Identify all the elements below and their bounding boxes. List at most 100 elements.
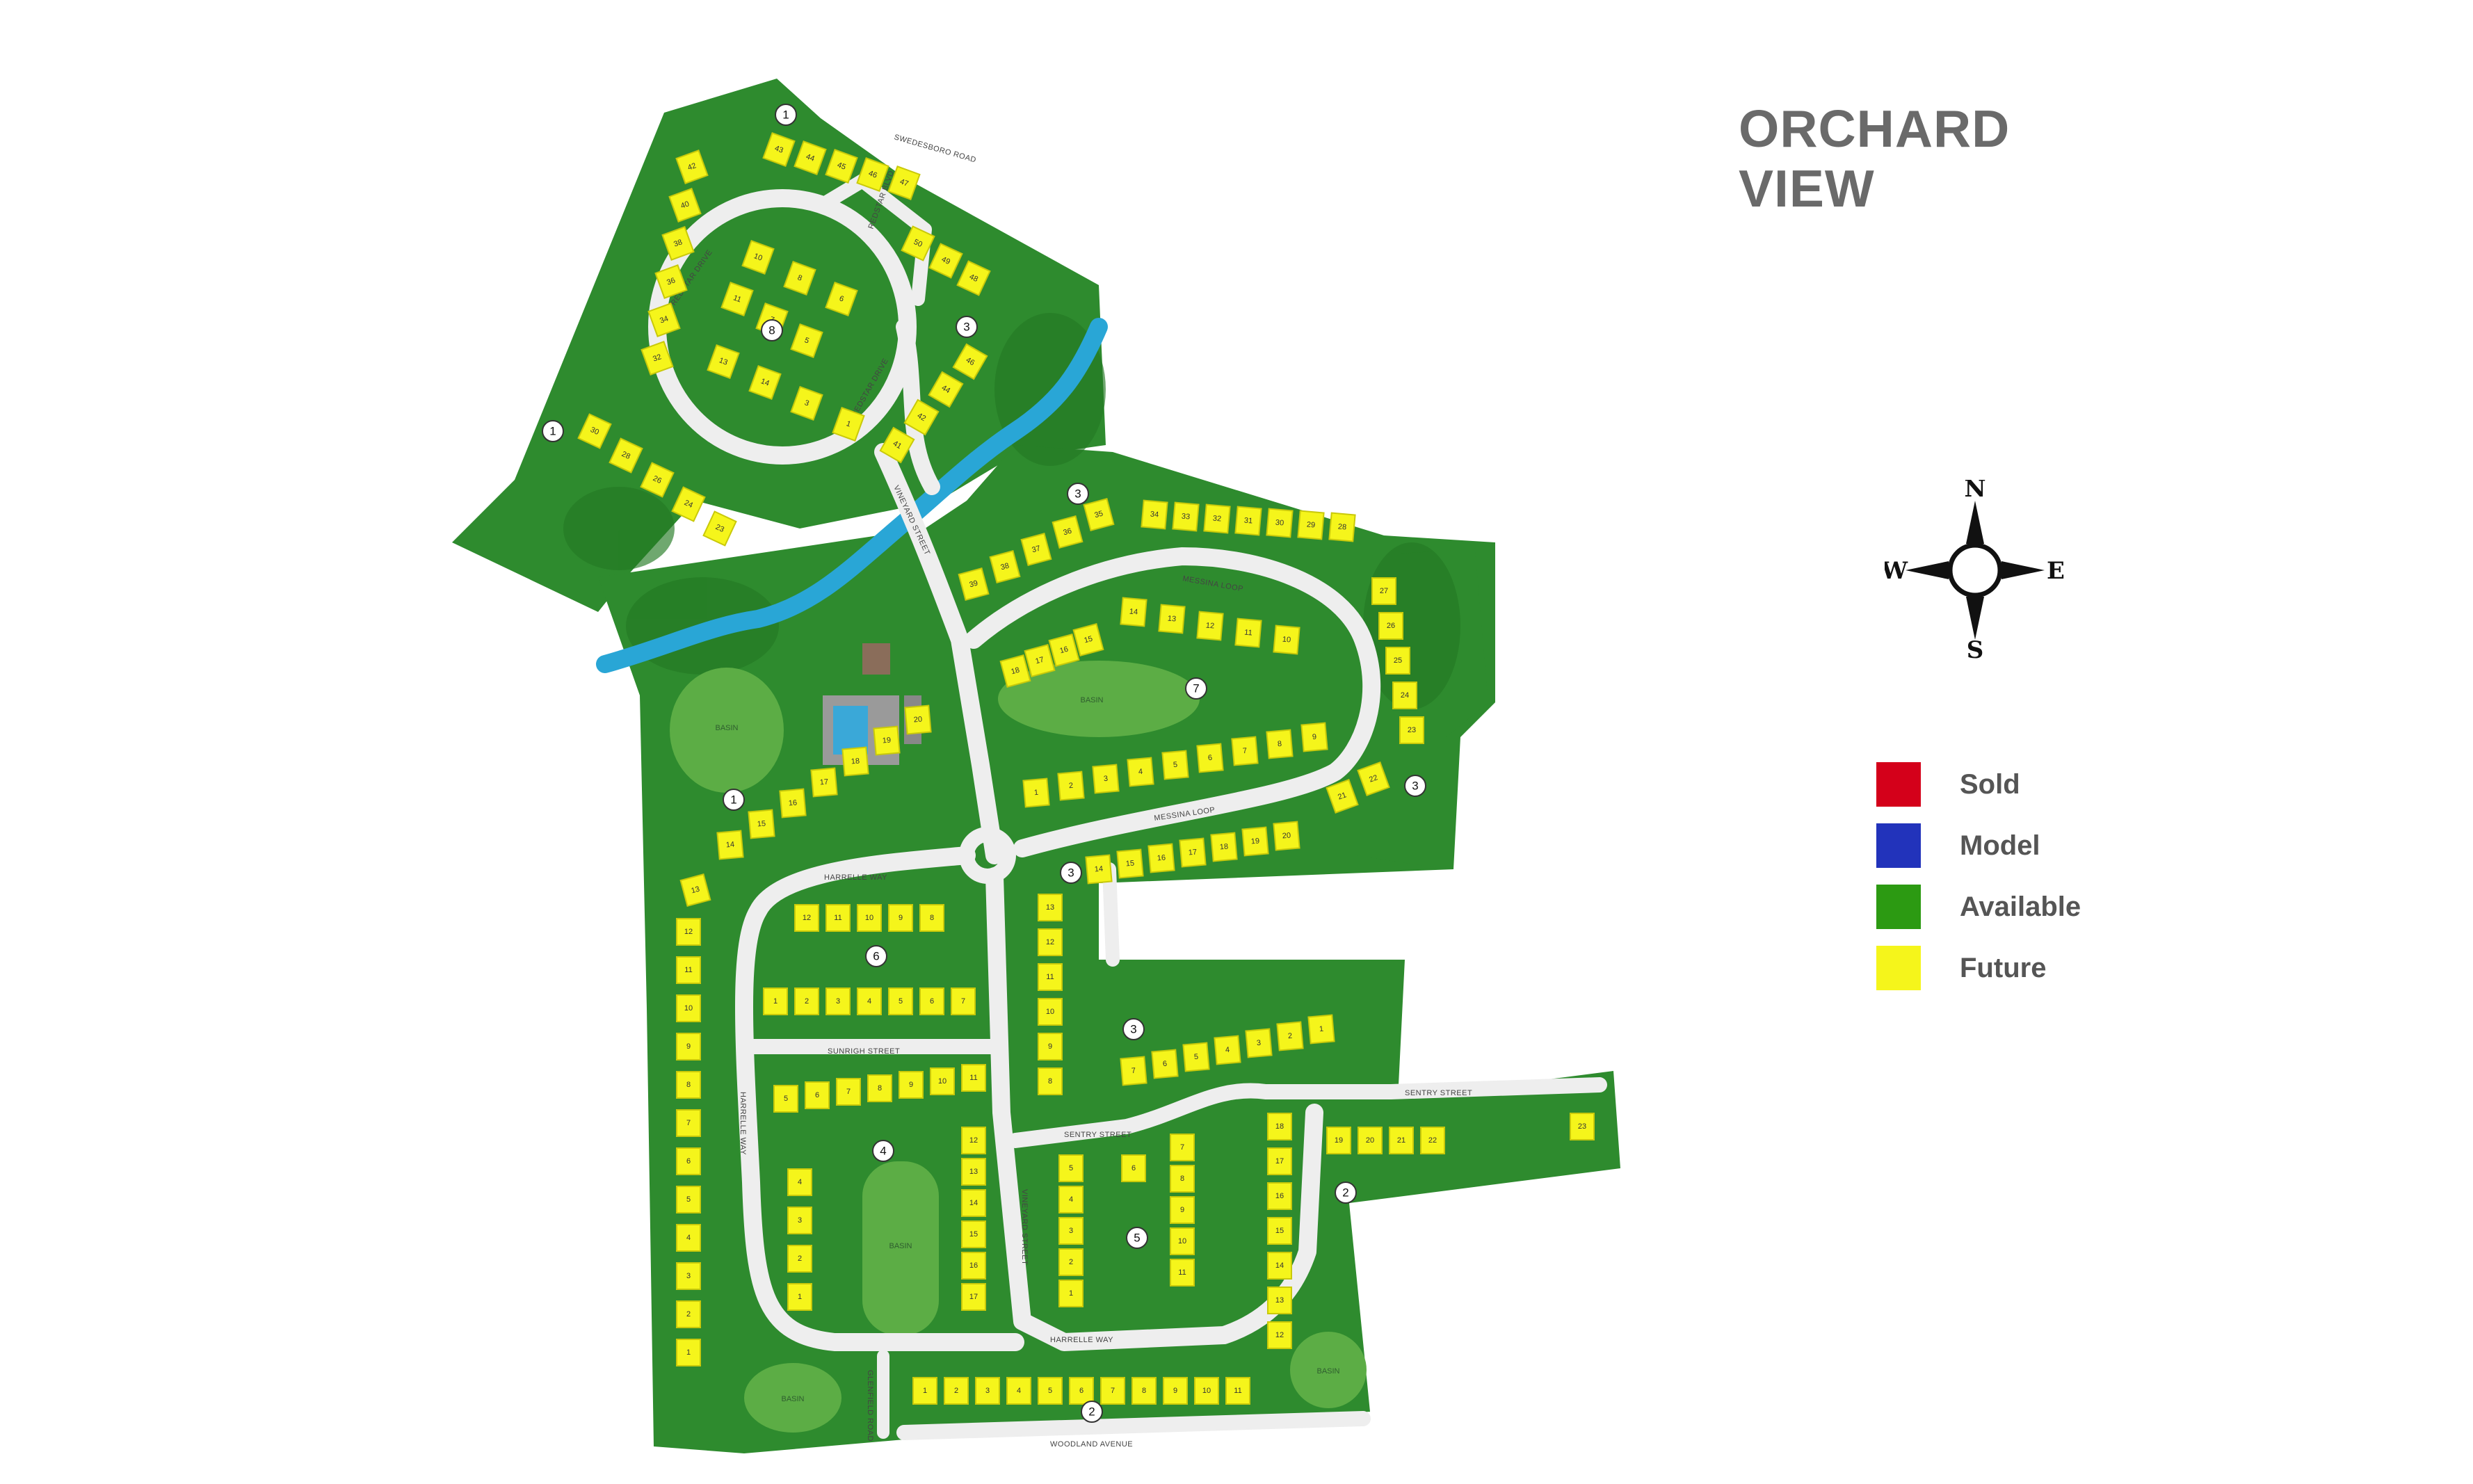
- lot[interactable]: 6: [825, 282, 858, 316]
- lot[interactable]: 32: [1203, 503, 1231, 534]
- lot[interactable]: 14: [748, 365, 782, 400]
- lot[interactable]: 31: [1234, 506, 1262, 536]
- lot[interactable]: 21: [1326, 779, 1359, 814]
- lot[interactable]: 11: [676, 956, 701, 984]
- lot[interactable]: 18: [841, 746, 869, 777]
- lot[interactable]: 11: [1038, 963, 1063, 991]
- lot[interactable]: 28: [609, 437, 643, 474]
- lot[interactable]: 9: [1163, 1377, 1188, 1405]
- lot[interactable]: 3: [676, 1262, 701, 1290]
- lot[interactable]: 41: [879, 426, 915, 464]
- lot[interactable]: 4: [857, 987, 882, 1015]
- lot[interactable]: 9: [1038, 1033, 1063, 1060]
- lot[interactable]: 22: [1357, 761, 1390, 796]
- lot[interactable]: 10: [930, 1067, 955, 1095]
- lot[interactable]: 18: [1267, 1113, 1292, 1140]
- lot[interactable]: 7: [1120, 1056, 1147, 1086]
- lot[interactable]: 6: [1121, 1154, 1146, 1182]
- lot[interactable]: 16: [779, 788, 807, 818]
- lot[interactable]: 1: [832, 407, 865, 442]
- lot[interactable]: 9: [1300, 722, 1328, 752]
- lot[interactable]: 36: [654, 264, 688, 299]
- lot[interactable]: 3: [1058, 1217, 1084, 1245]
- lot[interactable]: 1: [1022, 777, 1050, 808]
- lot[interactable]: 10: [1273, 624, 1300, 655]
- lot[interactable]: 14: [961, 1189, 986, 1217]
- lot[interactable]: 10: [857, 904, 882, 932]
- lot[interactable]: 15: [1116, 848, 1144, 879]
- lot[interactable]: 5: [888, 987, 913, 1015]
- lot[interactable]: 10: [1038, 998, 1063, 1026]
- lot[interactable]: 26: [1378, 612, 1403, 640]
- lot[interactable]: 5: [1161, 750, 1189, 780]
- lot[interactable]: 24: [671, 486, 706, 522]
- lot[interactable]: 21: [1389, 1127, 1414, 1154]
- lot[interactable]: 13: [679, 873, 711, 907]
- lot[interactable]: 2: [794, 987, 819, 1015]
- lot[interactable]: 8: [1131, 1377, 1157, 1405]
- lot[interactable]: 7: [1170, 1134, 1195, 1161]
- lot[interactable]: 5: [676, 1186, 701, 1213]
- lot[interactable]: 8: [676, 1071, 701, 1099]
- lot[interactable]: 10: [1170, 1227, 1195, 1255]
- lot[interactable]: 15: [1072, 623, 1104, 656]
- lot[interactable]: 14: [1120, 597, 1147, 627]
- lot[interactable]: 6: [1069, 1377, 1094, 1405]
- lot[interactable]: 3: [825, 987, 851, 1015]
- lot[interactable]: 18: [999, 654, 1031, 688]
- lot[interactable]: 5: [1038, 1377, 1063, 1405]
- lot[interactable]: 10: [1194, 1377, 1219, 1405]
- lot[interactable]: 14: [1085, 854, 1113, 885]
- lot[interactable]: 20: [904, 704, 932, 735]
- lot[interactable]: 8: [1170, 1165, 1195, 1193]
- lot[interactable]: 43: [762, 132, 796, 167]
- lot[interactable]: 12: [1267, 1321, 1292, 1349]
- lot[interactable]: 15: [1267, 1217, 1292, 1245]
- lot[interactable]: 16: [1048, 634, 1080, 667]
- lot[interactable]: 33: [1172, 501, 1200, 532]
- lot[interactable]: 38: [989, 550, 1021, 583]
- lot[interactable]: 3: [787, 1207, 812, 1234]
- lot[interactable]: 30: [577, 413, 612, 449]
- lot[interactable]: 13: [961, 1158, 986, 1186]
- lot[interactable]: 6: [805, 1081, 830, 1109]
- lot[interactable]: 4: [1006, 1377, 1031, 1405]
- lot[interactable]: 47: [887, 166, 921, 200]
- lot[interactable]: 7: [1231, 736, 1259, 766]
- lot[interactable]: 18: [1210, 832, 1238, 862]
- lot[interactable]: 38: [661, 226, 695, 261]
- lot[interactable]: 3: [790, 386, 823, 421]
- lot[interactable]: 44: [794, 140, 827, 175]
- lot[interactable]: 7: [676, 1109, 701, 1137]
- lot[interactable]: 11: [1170, 1259, 1195, 1287]
- lot[interactable]: 4: [676, 1224, 701, 1252]
- lot[interactable]: 45: [825, 149, 858, 184]
- lot[interactable]: 14: [716, 830, 744, 860]
- lot[interactable]: 11: [720, 282, 754, 316]
- lot[interactable]: 13: [1267, 1287, 1292, 1314]
- lot[interactable]: 2: [1057, 771, 1085, 801]
- lot[interactable]: 11: [1225, 1377, 1250, 1405]
- lot[interactable]: 34: [647, 303, 681, 337]
- lot[interactable]: 6: [919, 987, 944, 1015]
- lot[interactable]: 11: [825, 904, 851, 932]
- lot[interactable]: 7: [1100, 1377, 1125, 1405]
- lot[interactable]: 5: [1058, 1154, 1084, 1182]
- lot[interactable]: 9: [676, 1033, 701, 1060]
- lot[interactable]: 16: [1147, 843, 1175, 873]
- lot[interactable]: 35: [1083, 498, 1115, 531]
- lot[interactable]: 11: [1234, 618, 1262, 648]
- lot[interactable]: 8: [1038, 1067, 1063, 1095]
- lot[interactable]: 12: [1196, 611, 1224, 641]
- lot[interactable]: 7: [836, 1078, 861, 1106]
- lot[interactable]: 13: [1038, 894, 1063, 921]
- lot[interactable]: 3: [1245, 1028, 1273, 1058]
- lot[interactable]: 34: [1141, 499, 1168, 530]
- lot[interactable]: 44: [928, 371, 964, 408]
- lot[interactable]: 15: [748, 809, 775, 839]
- lot[interactable]: 11: [961, 1064, 986, 1092]
- lot[interactable]: 39: [958, 567, 990, 601]
- lot[interactable]: 6: [1151, 1049, 1179, 1079]
- lot[interactable]: 42: [675, 150, 709, 184]
- lot[interactable]: 30: [1266, 508, 1294, 538]
